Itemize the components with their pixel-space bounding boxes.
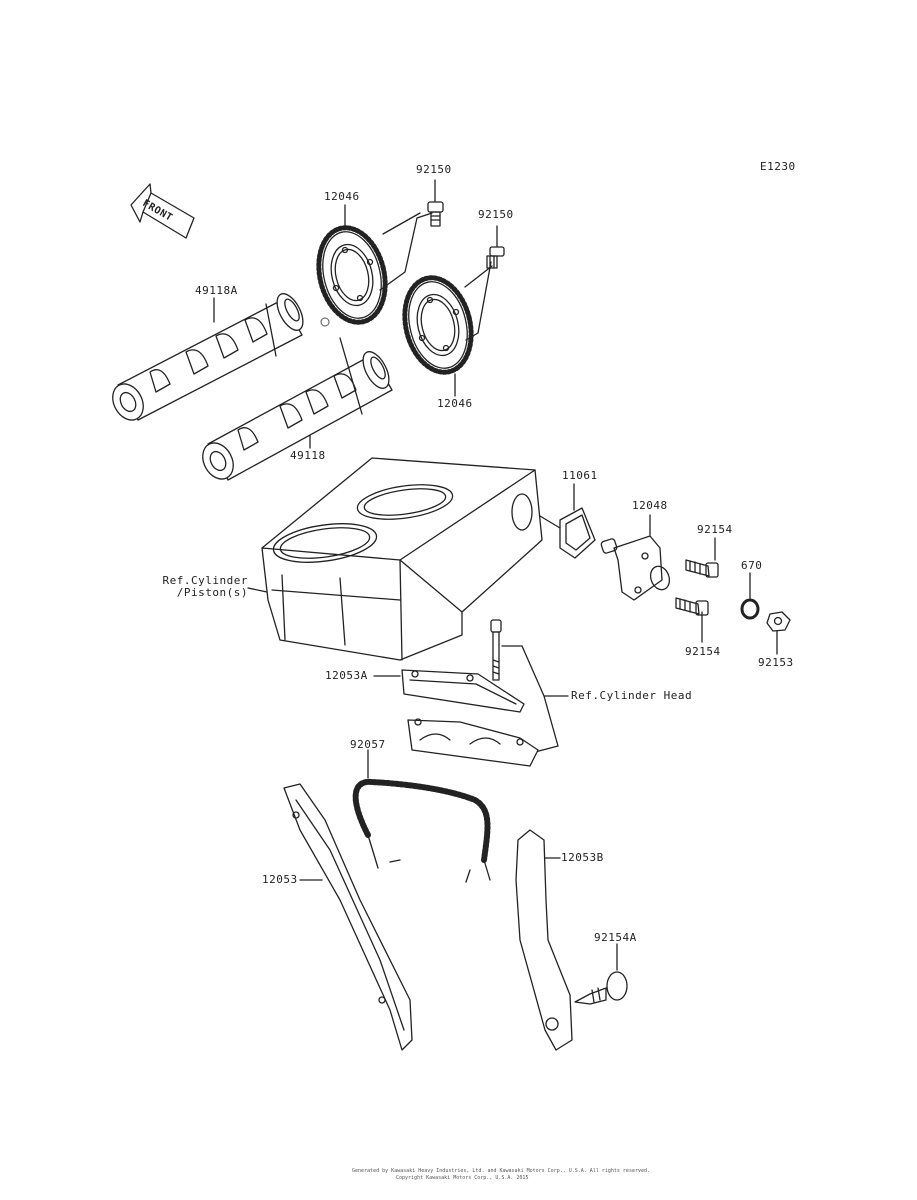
- ref-cylinder-head-bracket: [501, 645, 569, 753]
- cam-chain-92057: [352, 749, 491, 883]
- bolt-bracket-lines: [379, 212, 493, 341]
- label-92150-lower[interactable]: 92150: [478, 208, 514, 221]
- cam-sprocket-12046-lower: [402, 275, 474, 397]
- label-12053[interactable]: 12053: [262, 873, 298, 886]
- label-ref-cylinder-head[interactable]: Ref.Cylinder Head: [571, 689, 693, 702]
- label-92057[interactable]: 92057: [350, 738, 386, 751]
- label-670[interactable]: 670: [741, 559, 763, 572]
- chain-guide-12053a: [373, 669, 539, 767]
- bolt-92150-upper: [427, 179, 444, 227]
- bolt-92150-lower: [486, 225, 505, 269]
- label-92150-upper[interactable]: 92150: [416, 163, 452, 176]
- watermark-circle-icon: [320, 317, 330, 327]
- footer-line-2: Copyright Kawasaki Motors Corp., U.S.A. …: [396, 1175, 529, 1181]
- label-12053a[interactable]: 12053A: [325, 669, 368, 682]
- cam-chain-tensioner-12048: [600, 514, 671, 601]
- diagram-code: E1230: [760, 160, 796, 173]
- label-92154-upper[interactable]: 92154: [697, 523, 733, 536]
- guide-bolt: [490, 619, 502, 681]
- label-49118[interactable]: 49118: [290, 449, 326, 462]
- label-12046-upper[interactable]: 12046: [324, 190, 360, 203]
- gasket-11061: [539, 483, 596, 559]
- footer-line-1: Generated by Kawasaki Heavy Industries, …: [352, 1168, 651, 1174]
- bolt-92154-lower: [675, 597, 709, 643]
- camshaft-49118a: [112, 293, 304, 421]
- label-11061[interactable]: 11061: [562, 469, 598, 482]
- label-12053b[interactable]: 12053B: [561, 851, 604, 864]
- label-12048[interactable]: 12048: [632, 499, 668, 512]
- o-ring-670: [740, 572, 760, 620]
- camshaft-49118: [202, 337, 393, 481]
- cylinder-block: [247, 457, 543, 661]
- nut-92153: [766, 611, 791, 655]
- bolt-92154a: [574, 943, 628, 1005]
- bolt-92154-upper: [685, 537, 719, 578]
- cam-sprocket-12046-upper: [316, 204, 388, 325]
- label-92154a[interactable]: 92154A: [594, 931, 637, 944]
- front-arrow-icon: [130, 183, 195, 239]
- label-92154-lower[interactable]: 92154: [685, 645, 721, 658]
- label-92153[interactable]: 92153: [758, 656, 794, 669]
- label-ref-cylinder-piston[interactable]: Ref.Cylinder /Piston(s): [162, 574, 248, 599]
- chain-guide-12053b: [515, 829, 573, 1051]
- chain-guide-12053: [283, 783, 413, 1051]
- label-49118a[interactable]: 49118A: [195, 284, 238, 297]
- label-12046-lower[interactable]: 12046: [437, 397, 473, 410]
